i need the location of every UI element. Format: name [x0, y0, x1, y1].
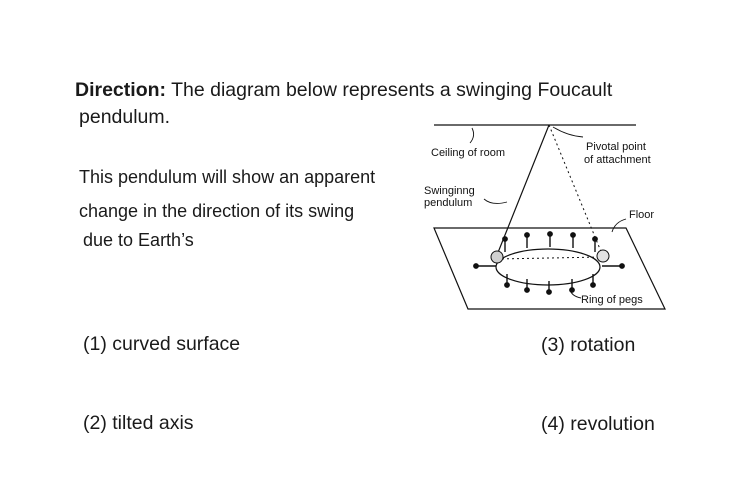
option-3[interactable]: (3) rotation	[541, 334, 636, 356]
pendulum-string	[496, 124, 550, 256]
floor-plane	[433, 227, 666, 310]
floor-leader	[611, 218, 627, 233]
pegs-sides	[473, 263, 625, 269]
option-1[interactable]: (1) curved surface	[83, 333, 241, 355]
pendulum-string-dotted	[548, 124, 603, 255]
label-swinging-2: pendulum	[424, 197, 472, 209]
swing-path-dotted	[496, 256, 604, 260]
direction-line: Direction: The diagram below represents …	[75, 79, 612, 102]
ring-leader	[569, 288, 582, 299]
label-ceiling: Ceiling of room	[431, 147, 505, 159]
body-line-3: due to Earth’s	[83, 230, 194, 250]
label-floor: Floor	[629, 209, 654, 221]
label-pivot-1: Pivotal point	[586, 141, 646, 153]
pivot-leader	[552, 126, 584, 138]
option-2[interactable]: (2) tilted axis	[83, 412, 194, 434]
direction-label: Direction:	[75, 79, 167, 101]
pendulum-bob	[490, 250, 504, 264]
label-ring-of-pegs: Ring of pegs	[581, 294, 643, 306]
pegs-back	[502, 231, 598, 252]
ceiling-leader	[469, 127, 475, 144]
foucault-pendulum-diagram: Ceiling of room Pivotal point of attachm…	[424, 124, 666, 310]
pegs-front	[504, 274, 596, 295]
body-line-1: This pendulum will show an apparent	[79, 167, 376, 187]
label-pivot-2: of attachment	[584, 154, 651, 166]
direction-text: The diagram below represents a swinging …	[166, 79, 613, 101]
ring-of-pegs-ellipse	[495, 248, 601, 286]
label-swinging-1: Swinginng	[424, 185, 475, 197]
option-4[interactable]: (4) revolution	[541, 413, 655, 435]
pendulum-bob-ghost	[596, 249, 610, 263]
body-line-2: change in the direction of its swing	[79, 201, 355, 221]
direction-text-continued: pendulum.	[79, 106, 171, 128]
swinging-leader	[483, 198, 508, 204]
